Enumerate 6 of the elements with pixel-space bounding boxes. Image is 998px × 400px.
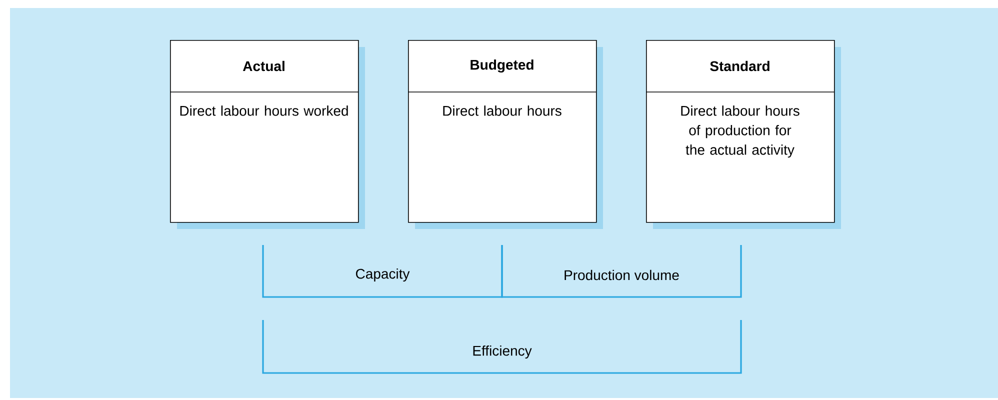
bracket-label: Production volume xyxy=(564,270,679,280)
table-box: Actual Direct labour hours worked xyxy=(170,40,359,223)
table-box: Budgeted Direct labour hours xyxy=(408,40,597,223)
bracket-label: Capacity xyxy=(356,268,410,282)
table-box: Standard Direct labour hours of production for the actual activity xyxy=(646,40,835,223)
bracket-label: Efficiency xyxy=(473,345,532,359)
